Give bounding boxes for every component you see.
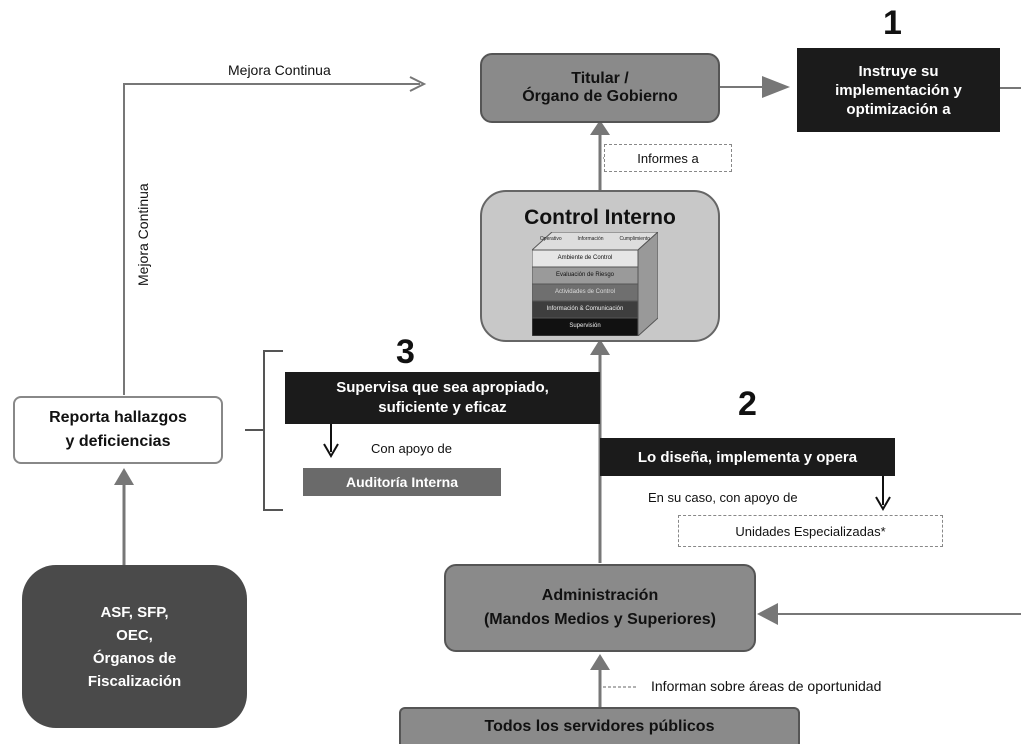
step3-down-arrowhead <box>323 443 339 458</box>
administracion-line1: Administración <box>541 587 659 604</box>
cube-layer-label: Supervisión <box>569 323 601 329</box>
asf-line2: OEC, <box>116 626 153 644</box>
reporta-line1: Reporta hallazgos <box>49 409 187 426</box>
cube-layer-label: Evaluación de Riesgo <box>555 272 615 278</box>
admin-to-control-arrowhead <box>590 339 610 355</box>
step1-box: Instruye su implementación y optimizació… <box>797 48 1000 132</box>
control-to-titular-arrowhead <box>590 120 610 135</box>
coso-cube: Operativo Información Cumplimiento Ambie… <box>530 230 660 338</box>
coso-cube-graphic <box>530 230 660 338</box>
control-interno-box: Control Interno Operativo Información Cu… <box>480 190 720 342</box>
asf-line1: ASF, SFP, <box>100 603 169 621</box>
titular-line2: Órgano de Gobierno <box>522 88 678 105</box>
asf-line4: Fiscalización <box>87 672 182 690</box>
asf-line3: Órganos de <box>92 649 177 667</box>
mejora-continua-arrowhead <box>409 76 427 92</box>
step3-line2: suficiente y eficaz <box>378 399 507 416</box>
mejora-continua-label: Mejora Continua <box>228 62 331 78</box>
control-interno-title: Control Interno <box>524 206 676 229</box>
todos-box: Todos los servidores públicos <box>399 707 800 744</box>
cube-top-label: Cumplimiento <box>619 236 651 242</box>
administracion-box: Administración (Mandos Medios y Superior… <box>444 564 756 652</box>
step1-line3: optimización a <box>846 100 951 118</box>
unidades-box: Unidades Especializadas* <box>678 515 943 547</box>
right-feedback-arrowhead <box>757 603 778 625</box>
step3-line1: Supervisa que sea apropiado, <box>336 379 549 396</box>
titular-to-step1-arrowhead <box>762 76 790 98</box>
asf-to-reporta-arrowhead <box>114 468 134 485</box>
informan-label: Informan sobre áreas de oportunidad <box>651 678 882 694</box>
cube-layer-label: Actividades de Control <box>554 289 616 295</box>
bracket <box>245 350 283 511</box>
cube-top-label: Información <box>577 236 604 242</box>
en-su-caso-label: En su caso, con apoyo de <box>648 490 798 505</box>
titular-line1: Titular / <box>571 70 629 87</box>
step2-down-arrowhead <box>875 496 891 511</box>
reporta-box: Reporta hallazgos y deficiencias <box>13 396 223 464</box>
cube-layer-label: Información & Comunicación <box>546 306 624 312</box>
todos-to-admin-arrowhead <box>590 654 610 670</box>
auditoria-interna-box: Auditoría Interna <box>303 468 501 496</box>
titular-box: Titular / Órgano de Gobierno <box>480 53 720 123</box>
mejora-continua-connector <box>123 83 420 395</box>
informes-box: Informes a <box>604 144 732 172</box>
step1-line2: implementación y <box>835 81 962 99</box>
step3-box: Supervisa que sea apropiado, suficiente … <box>285 372 600 424</box>
cube-layer-label: Ambiente de Control <box>557 255 613 261</box>
step2-number: 2 <box>738 385 757 423</box>
step1-number: 1 <box>883 4 902 42</box>
step3-number: 3 <box>396 333 415 371</box>
mejora-continua-vertical-label: Mejora Continua <box>135 183 151 286</box>
asf-box: ASF, SFP, OEC, Órganos de Fiscalización <box>22 565 247 728</box>
step2-box: Lo diseña, implementa y opera <box>600 438 895 476</box>
step1-line1: Instruye su <box>858 62 939 80</box>
cube-top-labels: Operativo Información Cumplimiento <box>532 236 658 242</box>
administracion-line2: (Mandos Medios y Superiores) <box>483 611 717 628</box>
con-apoyo-label: Con apoyo de <box>371 441 452 456</box>
cube-top-label: Operativo <box>539 236 562 242</box>
reporta-line2: y deficiencias <box>65 433 171 450</box>
